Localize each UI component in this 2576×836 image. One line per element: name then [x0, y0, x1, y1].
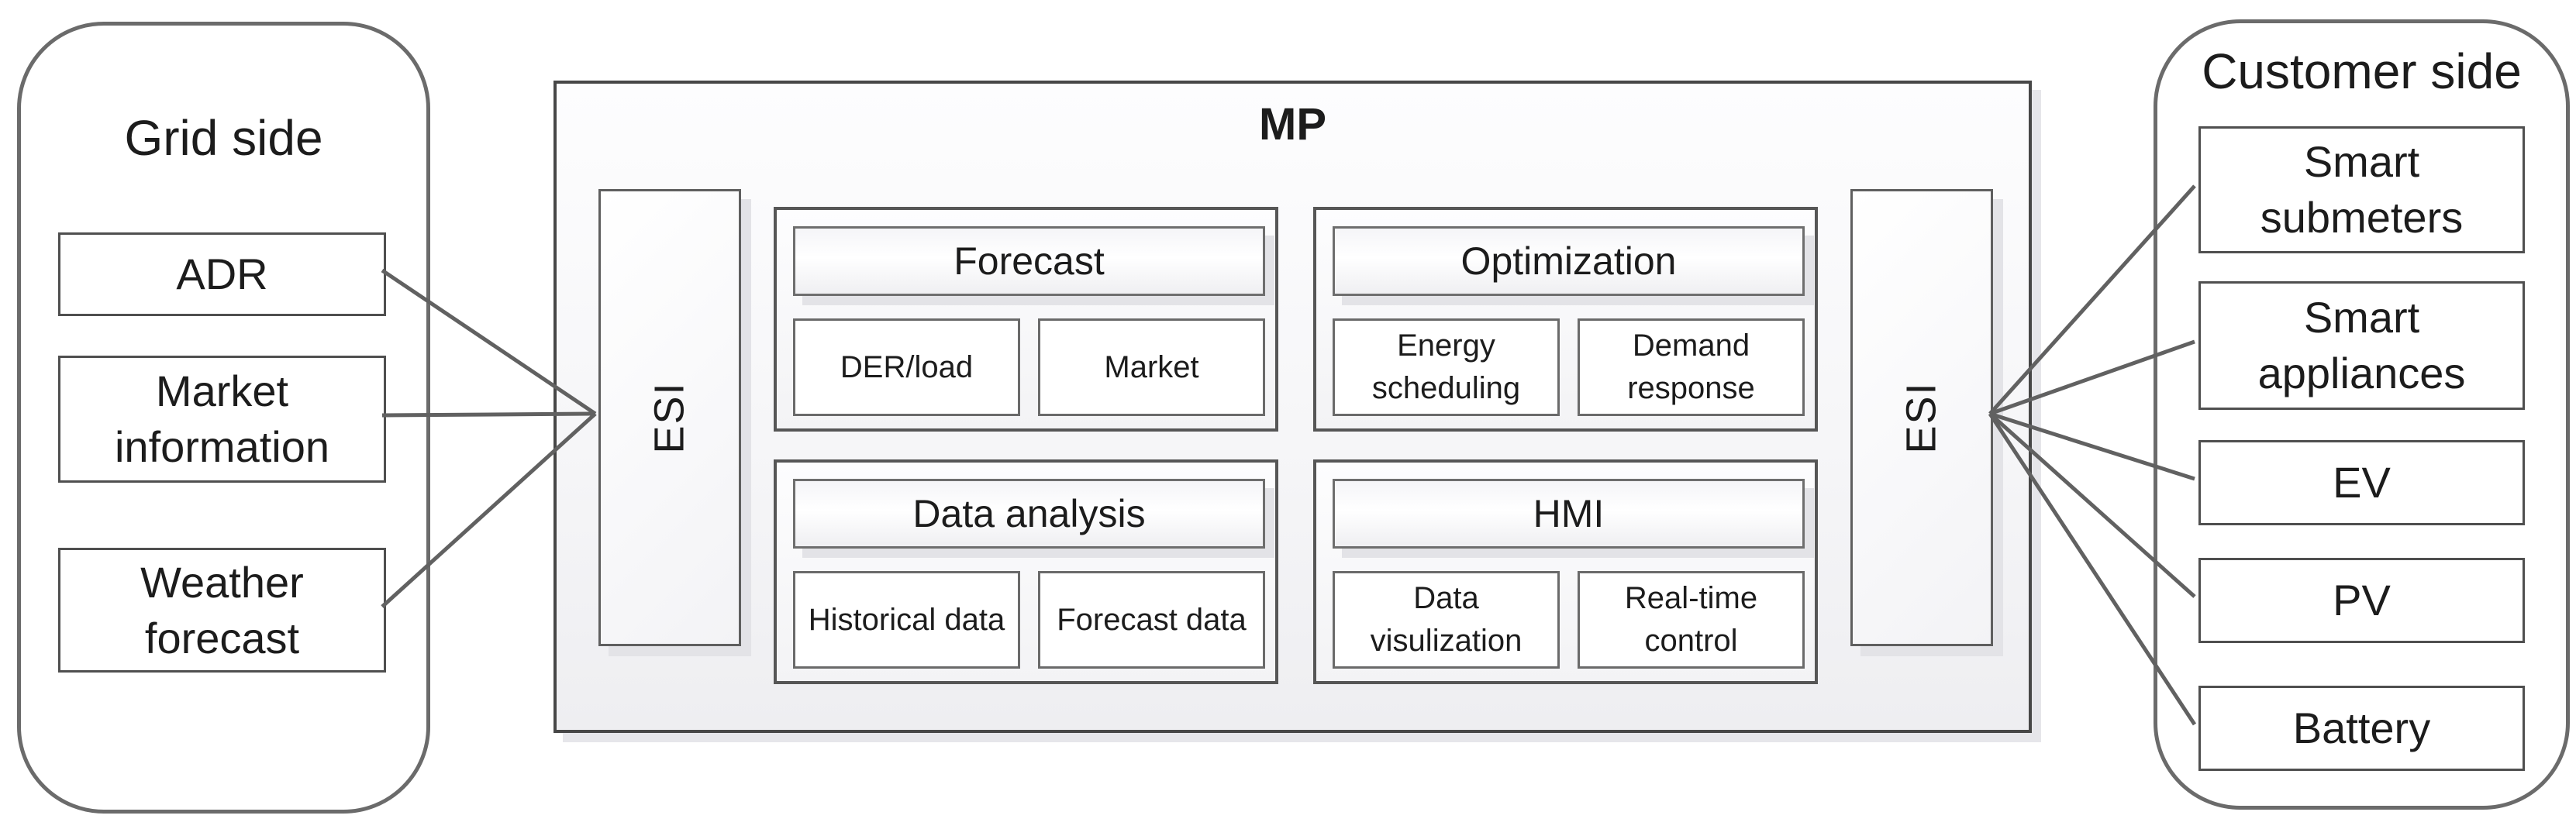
forecast-section: Forecast DER/load Market [774, 207, 1278, 432]
data-analysis-header: Data analysis [793, 479, 1265, 549]
hmi-header-label: HMI [1533, 492, 1605, 535]
der-load-box: DER/load [793, 318, 1020, 416]
hmi-section: HMI Data visulization Real-time control [1313, 459, 1818, 684]
optimization-section: Optimization Energy scheduling Demand re… [1313, 207, 1818, 432]
grid-side-panel: Grid side ADR Market information Weather… [17, 22, 430, 814]
esi-right-label: ESI [1898, 381, 1945, 454]
der-load-label: DER/load [840, 349, 974, 384]
historical-data-box: Historical data [793, 571, 1020, 669]
market-information-label: Market information [114, 366, 330, 471]
data-visualization-label: Data visulization [1370, 581, 1522, 658]
battery-label: Battery [2292, 704, 2431, 752]
optimization-header: Optimization [1333, 226, 1805, 296]
demand-response-label: Demand response [1627, 329, 1755, 405]
demand-response-box: Demand response [1578, 318, 1805, 416]
smart-submeters-box: Smart submeters [2198, 126, 2525, 253]
forecast-header-label: Forecast [953, 239, 1105, 283]
esi-right-box: ESI [1850, 189, 1993, 646]
forecast-header: Forecast [793, 226, 1265, 296]
real-time-control-label: Real-time control [1624, 581, 1758, 658]
hmi-header: HMI [1333, 479, 1805, 549]
grid-side-title: Grid side [124, 110, 323, 166]
optimization-header-label: Optimization [1460, 239, 1677, 283]
esi-left-label: ESI [646, 381, 693, 454]
ev-box: EV [2198, 440, 2525, 525]
smart-appliances-box: Smart appliances [2198, 281, 2525, 410]
ev-label: EV [2333, 458, 2391, 507]
market-box: Market [1038, 318, 1265, 416]
energy-scheduling-label: Energy scheduling [1371, 329, 1521, 405]
weather-forecast-box: Weather forecast [58, 548, 386, 673]
adr-box: ADR [58, 232, 386, 316]
esi-left-box: ESI [598, 189, 741, 646]
battery-box: Battery [2198, 686, 2525, 771]
historical-data-label: Historical data [808, 602, 1005, 637]
smart-appliances-label: Smart appliances [2257, 293, 2466, 397]
smart-submeters-label: Smart submeters [2260, 137, 2464, 242]
market-information-box: Market information [58, 356, 386, 483]
data-analysis-header-label: Data analysis [912, 492, 1146, 535]
weather-forecast-label: Weather forecast [140, 557, 304, 662]
mp-platform-box: MP ESI Forecast DER/load Market Optimiza… [553, 81, 2032, 733]
data-analysis-section: Data analysis Historical data Forecast d… [774, 459, 1278, 684]
customer-side-title: Customer side [2202, 43, 2522, 99]
adr-label: ADR [176, 249, 268, 298]
forecast-data-label: Forecast data [1057, 602, 1247, 637]
mp-title: MP [1259, 99, 1326, 150]
pv-label: PV [2333, 576, 2391, 624]
real-time-control-box: Real-time control [1578, 571, 1805, 669]
forecast-data-box: Forecast data [1038, 571, 1265, 669]
market-label: Market [1104, 349, 1199, 384]
customer-side-panel: Customer side Smart submeters Smart appl… [2154, 19, 2570, 810]
pv-box: PV [2198, 558, 2525, 643]
data-visualization-box: Data visulization [1333, 571, 1560, 669]
energy-scheduling-box: Energy scheduling [1333, 318, 1560, 416]
